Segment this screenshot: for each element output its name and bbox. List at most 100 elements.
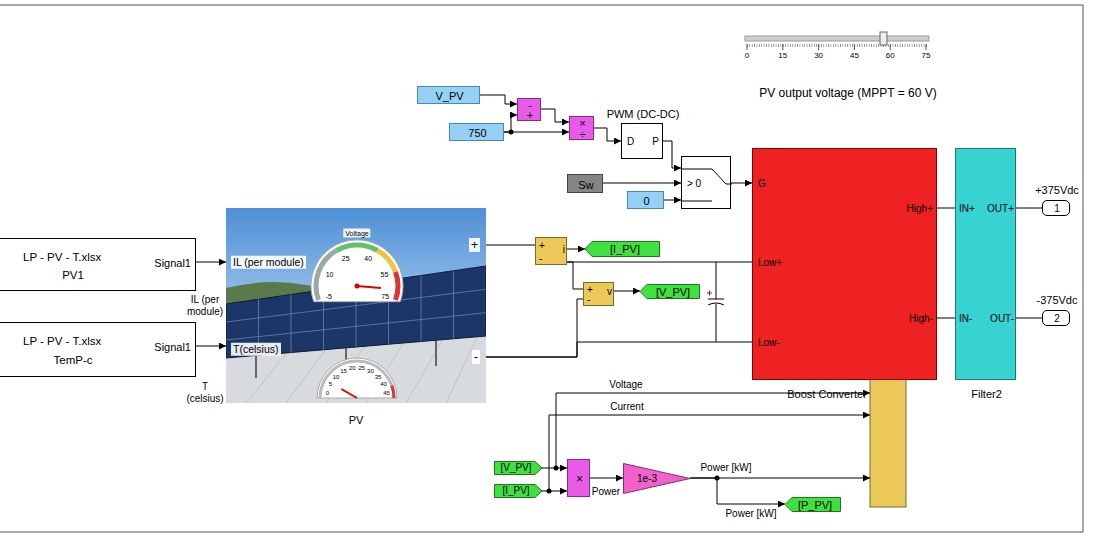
block-label: P <box>652 137 659 147</box>
goto-tag: [I_PV] <box>585 241 660 257</box>
block-label: v <box>607 287 612 297</box>
block-label: 15 <box>340 368 347 374</box>
block-label: High- <box>909 314 933 324</box>
block-label: > 0 <box>687 179 701 189</box>
temperature-gauge <box>317 358 397 398</box>
signal-line <box>937 318 955 319</box>
signal-label: Power [kW] <box>724 508 777 520</box>
block-label: Sw <box>578 179 593 190</box>
voltage-slider <box>745 32 929 50</box>
annotation-label: Power [kW] <box>700 463 751 473</box>
block-label: 1e-3 <box>637 474 657 484</box>
block-label: 30 <box>367 368 374 374</box>
block-label: TemP-c <box>54 355 93 367</box>
pv-array: IL (per module)T(celsius)+-Voltage-51025… <box>226 208 486 403</box>
block-label: [V_PV] <box>500 463 531 473</box>
annotation-label: 60 <box>886 52 895 60</box>
from-workspace-block: V_PV <box>417 86 480 104</box>
goto-tag-shape <box>585 242 660 257</box>
voltage-slider <box>745 36 929 41</box>
voltage-slider <box>880 32 887 45</box>
goto-tag-shape <box>785 498 841 512</box>
annotation-label: Voltage <box>609 380 642 390</box>
block-label: Filter2 <box>971 389 1002 400</box>
block-label: Signal1 <box>154 258 191 269</box>
signal-line <box>567 249 585 250</box>
annotation-label: 45 <box>850 52 859 60</box>
block-label: + <box>587 285 593 295</box>
signal-label: Power <box>591 486 621 498</box>
capacitor-symbol <box>707 262 724 342</box>
block-label: D <box>627 137 634 147</box>
voltage-gauge <box>311 240 403 302</box>
block-label: T(celsius) <box>231 343 281 356</box>
signal-line <box>690 478 785 504</box>
block-label: 20 <box>349 365 356 371</box>
block-label: × <box>579 118 585 129</box>
temperature-gauge <box>317 358 397 398</box>
block-label: + <box>539 241 545 251</box>
voltage-gauge <box>396 272 398 300</box>
block-label: +375Vdc <box>1035 185 1079 196</box>
voltage-gauge <box>316 251 336 301</box>
block-label: IL (per module) <box>231 256 306 269</box>
switch-constant: Sw <box>567 174 603 193</box>
gain-block-shape <box>624 464 691 494</box>
from-spreadsheet-block: LP - PV - T.xlsxSignal1PV1 <box>0 238 196 291</box>
signal-line <box>486 245 535 246</box>
block-label: G <box>758 179 766 189</box>
block-label: LP - PV - T.xlsx <box>23 252 101 264</box>
goto-tag: [P_PV] <box>785 497 841 512</box>
voltage-slider <box>747 44 927 47</box>
block-label: - <box>587 295 590 305</box>
block-label: 10 <box>333 374 340 380</box>
signal-line <box>486 299 583 357</box>
scope-wires <box>556 393 870 468</box>
block-label: 10 <box>326 270 334 277</box>
model-frame <box>0 5 1083 532</box>
boost-converter: GHigh+Low+High-Low-Boost Converter <box>752 148 937 380</box>
annotation-label: 30 <box>814 52 823 60</box>
from-tag-shape <box>495 485 543 498</box>
signal-label: IL (per module) <box>185 294 225 318</box>
block-label: 25 <box>342 255 350 262</box>
switch-block: > 0 <box>681 156 731 209</box>
block-label: LP - PV - T.xlsx <box>23 336 101 348</box>
from-spreadsheet-block: LP - PV - T.xlsxSignal1TemP-c <box>0 322 196 377</box>
pv-illustration <box>226 208 486 403</box>
voltage-gauge <box>378 251 396 273</box>
signal-line <box>603 183 681 184</box>
temperature-gauge <box>392 385 394 398</box>
signal-line <box>504 115 517 132</box>
block-label: OUT+ <box>987 204 1014 214</box>
voltage-gauge <box>311 240 403 302</box>
block-label: + <box>527 110 533 121</box>
from-tag-shape <box>495 462 543 475</box>
block-label: 0 <box>643 196 649 207</box>
block-label: IN+ <box>959 204 975 214</box>
block-label: Signal1 <box>154 342 191 353</box>
product-block: × <box>567 459 590 497</box>
block-label: 5 <box>329 381 332 387</box>
signal-line <box>542 468 567 469</box>
annotation-label: 15 <box>778 52 787 60</box>
block-label: PV1 <box>62 270 84 282</box>
block-label: 45 <box>383 390 390 396</box>
block-label: 2 <box>1054 314 1060 324</box>
block-label: + <box>469 238 480 252</box>
voltage-gauge <box>357 286 381 288</box>
block-label: 40 <box>364 255 372 262</box>
block-label: -375Vdc <box>1037 295 1078 306</box>
block-label: IN- <box>959 314 972 324</box>
signal-line <box>614 291 640 292</box>
signal-line <box>1016 318 1042 319</box>
switch-symbol <box>682 169 732 201</box>
block-label: [I_PV] <box>610 244 640 255</box>
from-tag: [V_PV] <box>494 461 542 475</box>
block-label: Low+ <box>758 258 782 268</box>
capacitor-symbol <box>708 262 724 342</box>
block-label: 75 <box>381 293 389 300</box>
signal-line <box>567 262 583 289</box>
temperature-gauge <box>341 389 357 398</box>
